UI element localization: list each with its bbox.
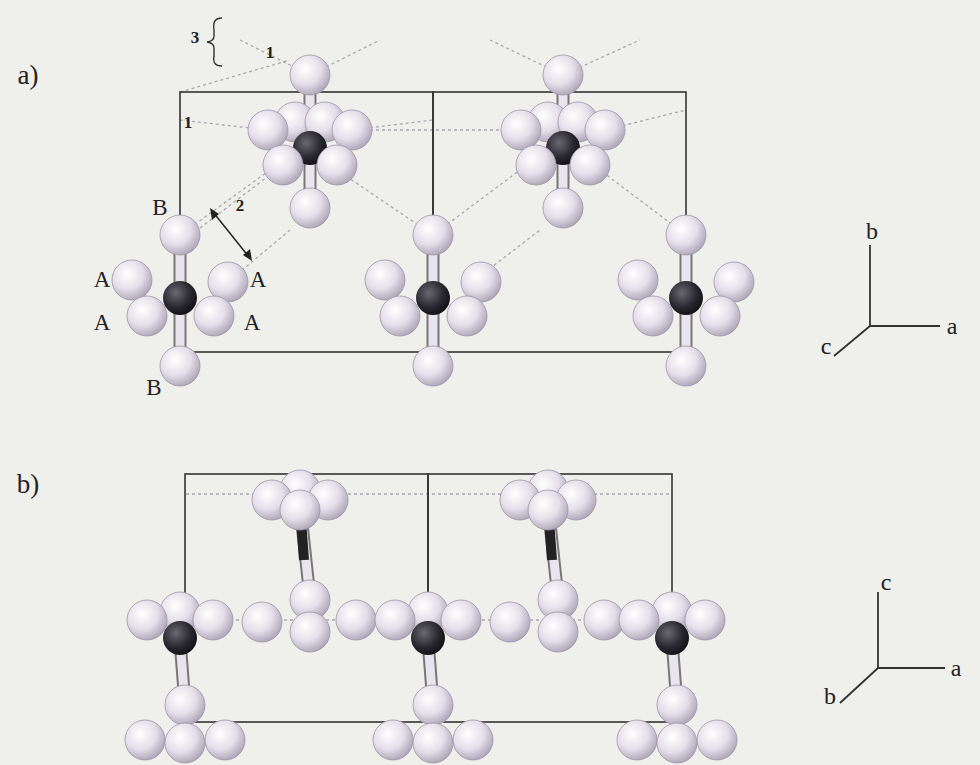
atom-label: A <box>94 268 111 291</box>
atom-label: A <box>94 311 111 334</box>
axis-label: c <box>821 334 832 358</box>
atom-label: B <box>152 196 167 219</box>
callout-number: 1 <box>266 44 275 61</box>
atom-label: B <box>146 376 161 399</box>
callout-number: 3 <box>191 29 200 46</box>
atom-label: A <box>244 311 261 334</box>
axis-label: a <box>951 656 962 680</box>
axis-label: a <box>947 314 958 338</box>
axis-label: c <box>881 570 892 594</box>
axis-label: b <box>866 219 878 243</box>
panel-label: a) <box>18 62 39 89</box>
atom-label: A <box>250 268 267 291</box>
panel-label: b) <box>17 471 40 498</box>
callout-number: 2 <box>236 197 245 214</box>
axis-label: b <box>824 684 836 708</box>
callout-number: 1 <box>184 114 193 131</box>
